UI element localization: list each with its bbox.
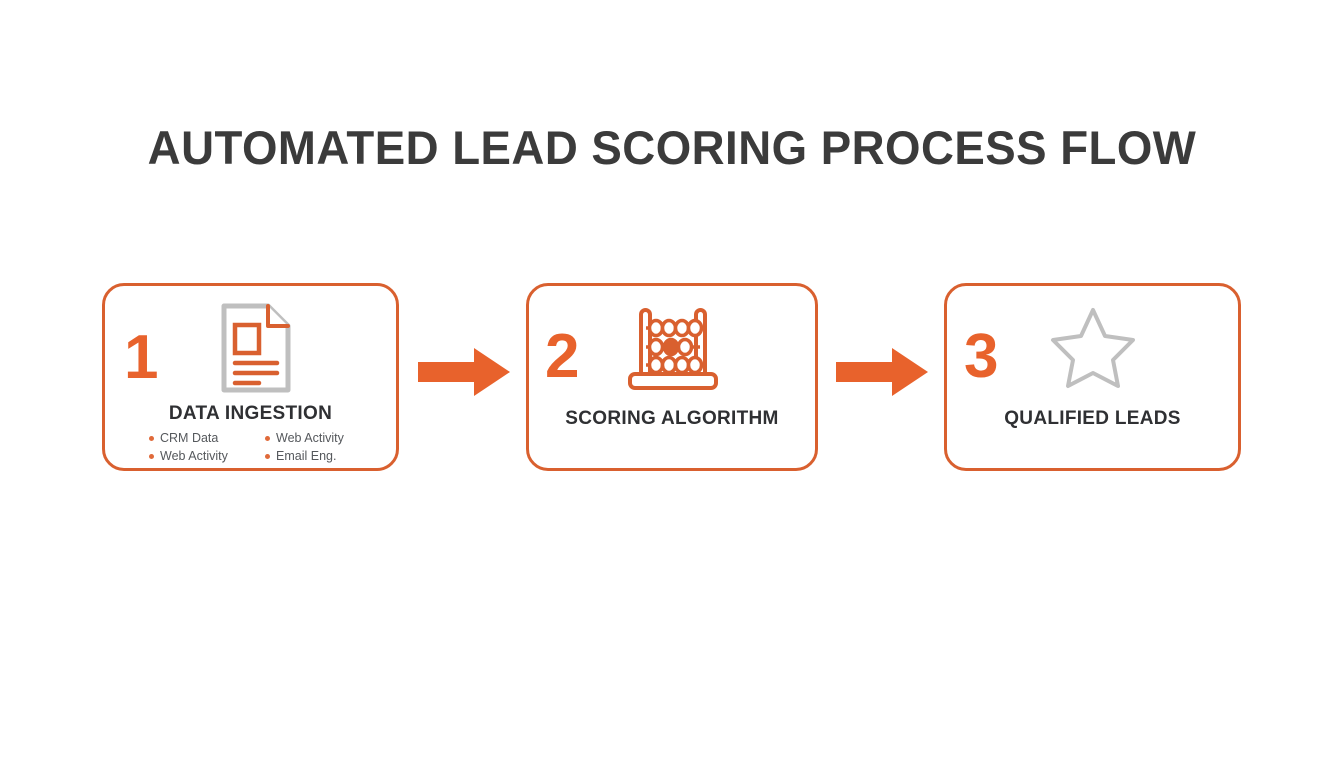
arrow-right-icon <box>836 346 928 398</box>
process-step-card-3[interactable]: 3 QUALIFIED LEADS <box>944 283 1241 471</box>
step-number-3: 3 <box>964 322 999 391</box>
list-item: Web Activity <box>265 431 369 445</box>
bullet-dot-icon <box>149 453 154 459</box>
page-title: AUTOMATED LEAD SCORING PROCESS FLOW <box>147 121 1197 174</box>
abacus-icon <box>627 302 719 399</box>
bullet-label: Web Activity <box>276 431 344 445</box>
step-label-2: SCORING ALGORITHM <box>565 408 779 429</box>
process-step-card-1[interactable]: 1 DATA INGESTION CRM Data <box>102 283 399 471</box>
arrow-right-icon <box>418 346 510 398</box>
list-item: Email Eng. <box>265 449 369 463</box>
step-label-3: QUALIFIED LEADS <box>1004 408 1181 429</box>
step-number-1: 1 <box>124 323 159 392</box>
document-icon <box>220 302 292 399</box>
step-label-1: DATA INGESTION <box>168 403 333 424</box>
list-item: CRM Data <box>149 431 253 445</box>
list-item: Web Activity <box>149 449 253 463</box>
step-1-bullet-grid: CRM Data Web Activity Web Activity Email… <box>149 431 373 463</box>
bullet-label: Web Activity <box>160 449 228 463</box>
bullet-dot-icon <box>265 435 270 441</box>
process-flow-row: 1 DATA INGESTION CRM Data <box>102 283 1242 471</box>
bullet-label: Email Eng. <box>276 449 337 463</box>
bullet-dot-icon <box>265 453 270 459</box>
step-number-2: 2 <box>545 322 580 391</box>
process-step-card-2[interactable]: 2 <box>526 283 818 471</box>
bullet-label: CRM Data <box>160 431 219 445</box>
star-icon <box>1047 302 1139 395</box>
bullet-dot-icon <box>149 435 154 441</box>
